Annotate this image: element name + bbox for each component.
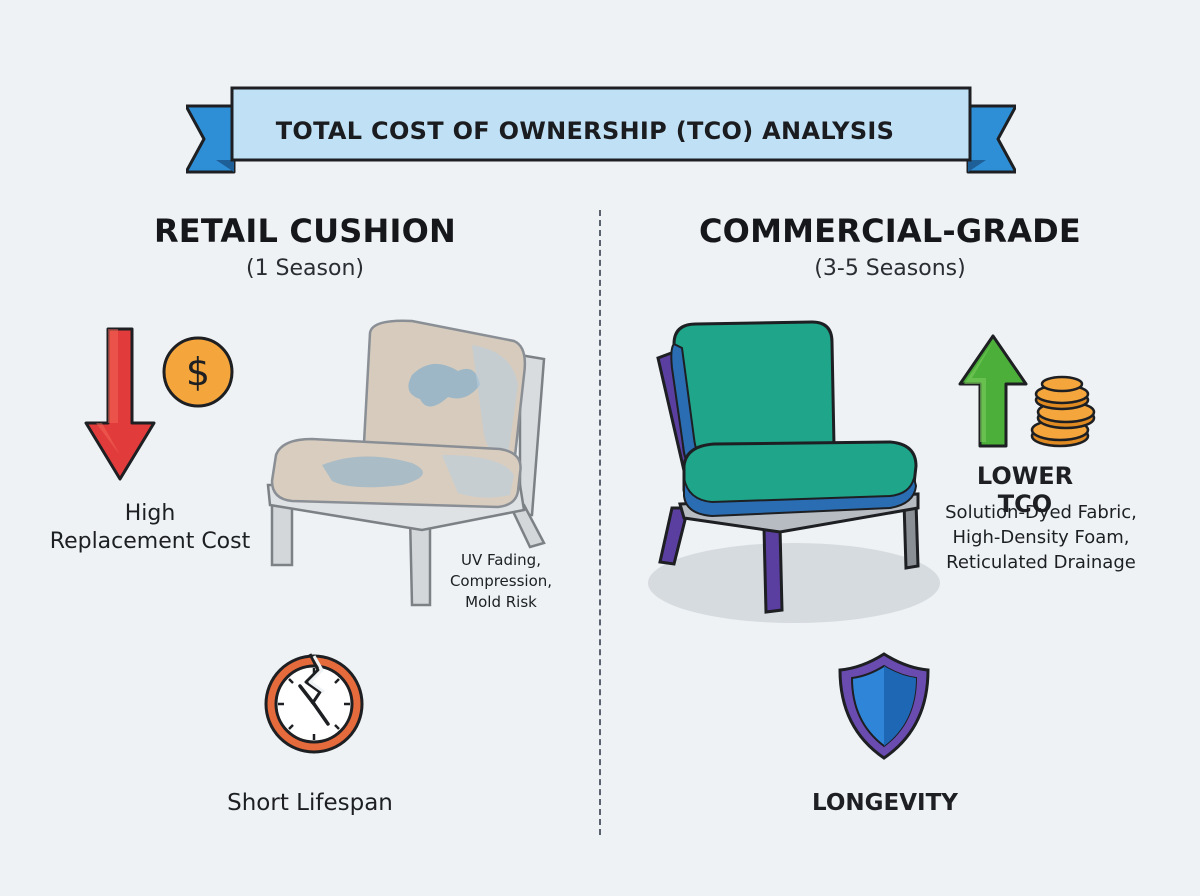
- page-title: TOTAL COST OF OWNERSHIP (TCO) ANALYSIS: [275, 117, 895, 145]
- dollar-coin-icon: $: [160, 334, 236, 410]
- retail-subheading: (1 Season): [245, 256, 364, 281]
- coin-stack-icon: [1028, 374, 1100, 454]
- features-line2: High-Density Foam,: [952, 527, 1130, 548]
- features-line1: Solution-Dyed Fabric,: [945, 502, 1137, 523]
- retail-heading: RETAIL CUSHION: [153, 212, 457, 250]
- commercial-subheading: (3-5 Seasons): [814, 256, 966, 281]
- short-lifespan-label: Short Lifespan: [227, 790, 393, 816]
- longevity-label: LONGEVITY: [812, 790, 958, 816]
- shield-icon: [836, 650, 932, 762]
- high-cost-line1: High: [124, 501, 176, 526]
- column-divider: [599, 210, 601, 835]
- defects-line1: UV Fading,: [461, 551, 541, 569]
- high-cost-line2: Replacement Cost: [49, 529, 251, 554]
- defects-line3: Mold Risk: [465, 593, 537, 611]
- features-line3: Reticulated Drainage: [946, 552, 1136, 573]
- svg-text:$: $: [186, 350, 210, 394]
- high-cost-label: High Replacement Cost: [40, 500, 260, 556]
- title-banner: [186, 84, 1016, 184]
- lower-tco-label: LOWER TCO: [976, 462, 1074, 518]
- defects-label: UV Fading, Compression, Mold Risk: [436, 550, 566, 613]
- broken-clock-icon: [262, 652, 366, 756]
- defects-line2: Compression,: [449, 572, 553, 590]
- features-label: Solution-Dyed Fabric, High-Density Foam,…: [930, 500, 1152, 575]
- new-chair-icon: [644, 318, 940, 628]
- up-arrow-icon: [956, 332, 1030, 450]
- worn-chair-icon: [262, 315, 552, 615]
- down-arrow-icon: [82, 325, 158, 485]
- commercial-heading: COMMERCIAL-GRADE: [699, 212, 1081, 250]
